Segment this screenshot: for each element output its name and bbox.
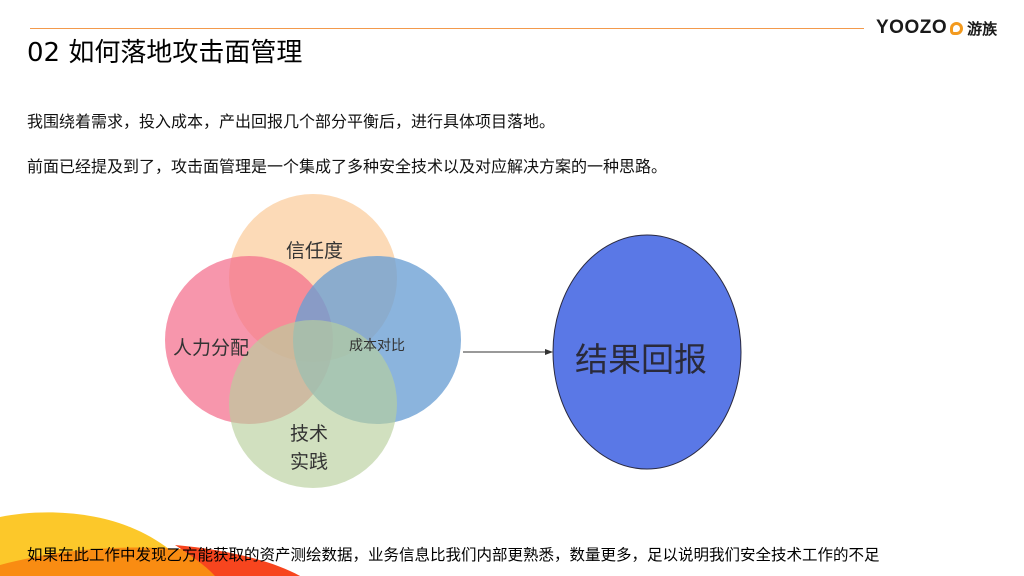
circle-tech <box>229 320 397 488</box>
label-people: 人力分配 <box>173 337 250 359</box>
footer-text: 如果在此工作中发现乙方能获取的资产测绘数据，业务信息比我们内部更熟悉，数量更多，… <box>27 546 880 564</box>
label-trust: 信任度 <box>286 240 344 262</box>
paragraph-2: 前面已经提及到了，攻击面管理是一个集成了多种安全技术以及对应解决方案的一种思路。 <box>27 157 668 176</box>
page-title: 02 如何落地攻击面管理 <box>27 38 303 68</box>
label-tech-line1: 技术 <box>290 423 329 445</box>
paragraph-1: 我围绕着需求，投入成本，产出回报几个部分平衡后，进行具体项目落地。 <box>27 112 556 131</box>
label-tech-line2: 实践 <box>290 451 329 473</box>
label-cost: 成本对比 <box>349 338 405 354</box>
yoozoo-logo: YOOZO 游族 <box>876 16 997 40</box>
header-divider <box>30 28 864 29</box>
label-result: 结果回报 <box>575 340 707 379</box>
logo-cn-text: 游族 <box>967 19 998 38</box>
result-ellipse <box>552 234 742 470</box>
bottom-wave-decoration <box>0 512 300 576</box>
logo-o-icon <box>950 21 964 35</box>
venn-circles <box>165 194 461 488</box>
label-tech: 技术 实践 <box>290 420 328 476</box>
logo-text: YOOZO <box>876 17 948 38</box>
